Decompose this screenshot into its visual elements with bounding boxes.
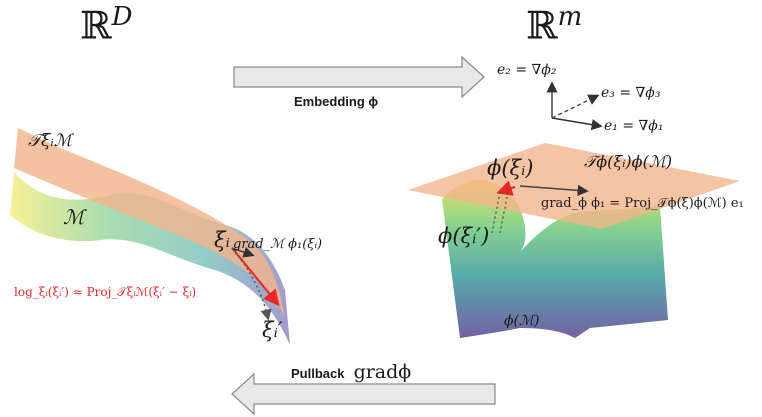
- pullback-math: gradϕ: [353, 361, 412, 383]
- pullback-label: Pullback: [291, 366, 345, 381]
- right-phi-xi-prime-label: ϕ(ξᵢ′): [438, 224, 490, 248]
- left-manifold-surface: [10, 172, 290, 345]
- right-space-symbol: ℝ: [526, 3, 558, 48]
- left-space-symbol: ℝ: [80, 3, 112, 48]
- right-tangent-label: 𝒯ϕ(ξᵢ)ϕ(ℳ): [584, 152, 673, 171]
- basis-e2-label: e₂ = ∇ϕ₂: [497, 62, 557, 78]
- right-tangent-plane: [408, 143, 740, 229]
- left-log-label: log_ξᵢ(ξᵢ′) ≈ Proj_𝒯ξᵢℳ(ξᵢ′ − ξᵢ): [14, 285, 197, 299]
- embedding-arrow-shape: [233, 55, 485, 99]
- left-space-title: ℝD: [80, 2, 132, 48]
- basis-e3-label: e₃ = ∇ϕ₃: [601, 85, 661, 101]
- left-tangent-label: 𝒯ξᵢℳ: [28, 131, 72, 151]
- pullback-label-group: Pullback gradϕ: [291, 361, 411, 383]
- left-xi-label: ξᵢ: [214, 228, 230, 252]
- right-vectors: [491, 180, 589, 234]
- embedding-label: Embedding ϕ: [294, 94, 379, 109]
- right-grad-label: grad_ϕ ϕ₁ = Proj_𝒯ϕ(ξ)ϕ(ℳ) e₁: [541, 196, 744, 211]
- left-vectors: [231, 246, 280, 321]
- left-space-exponent: D: [111, 2, 133, 32]
- basis-e1-label: e₁ = ∇ϕ₁: [604, 118, 664, 134]
- basis-vectors: [546, 81, 603, 131]
- left-grad-label: grad_ℳ ϕ₁(ξᵢ): [233, 237, 323, 252]
- pullback-arrow-shape: [231, 372, 496, 416]
- right-space-title: ℝm: [526, 2, 582, 48]
- left-manifold-label: ℳ: [63, 205, 85, 229]
- right-phi-xi-label: ϕ(ξᵢ): [487, 156, 534, 180]
- left-xi-prime-label: ξᵢ′: [262, 318, 283, 342]
- right-space-exponent: m: [557, 2, 583, 32]
- left-tangent-plane: [14, 128, 284, 315]
- right-embedded-manifold-label: ϕ(ℳ): [504, 313, 540, 329]
